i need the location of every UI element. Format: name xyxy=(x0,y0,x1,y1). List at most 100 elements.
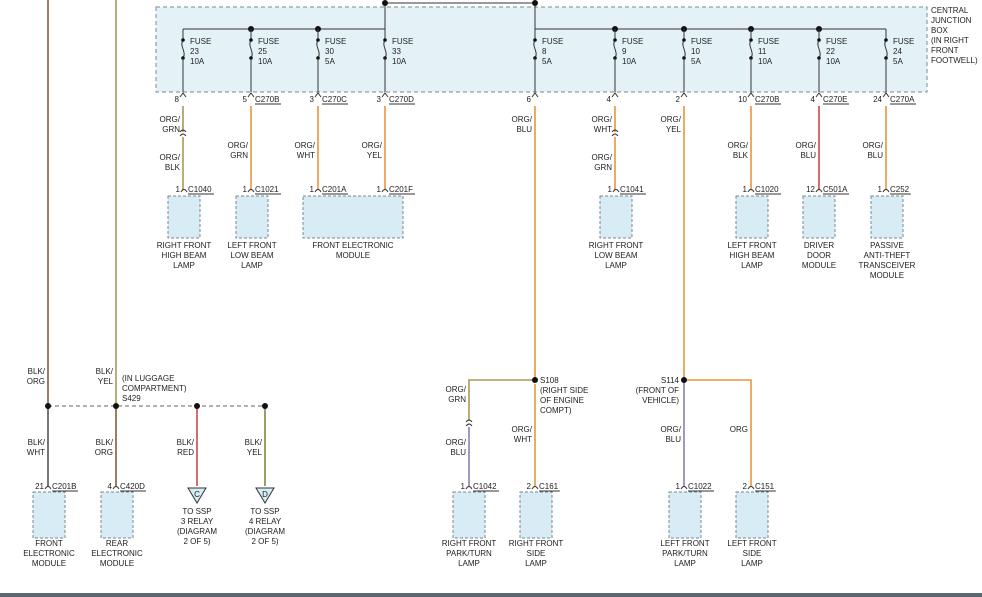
fuse-33-label-line-1: 33 xyxy=(392,47,401,56)
bottom-component-4-connector-symbol xyxy=(44,486,52,490)
fuse-30-label-line-1: 30 xyxy=(325,47,334,56)
wire-label-fuse25-line-1: GRN xyxy=(230,151,248,160)
wire-label-fuse9-top-line-1: WHT xyxy=(594,125,612,134)
fuse-24-terminal-top xyxy=(884,38,888,42)
off-page-connector-d-label-line-2: (DIAGRAM xyxy=(245,527,285,536)
top-component-1-connector-symbol xyxy=(247,189,255,193)
wires-layer xyxy=(47,0,887,486)
fuse-11-label-line-1: 11 xyxy=(758,47,767,56)
top-component-3-label-line-1: LOW BEAM xyxy=(594,251,637,260)
top-component-6-connector-symbol xyxy=(882,189,890,193)
inline-connector-fuse23 xyxy=(179,129,187,137)
fuse-9-terminal-top xyxy=(613,38,617,42)
splice-s114-label-line-2: VEHICLE) xyxy=(642,396,679,405)
cjb-pin-1-connector: C270B xyxy=(255,95,279,104)
bottom-component-5-connector-symbol xyxy=(112,486,120,490)
bottom-component-4-label-line-2: MODULE xyxy=(32,559,66,568)
junction-box-label-line-1: JUNCTION xyxy=(931,16,972,25)
bottom-component-3-pin: 2 xyxy=(743,482,748,491)
junction-box-label-line-4: FRONT xyxy=(931,46,959,55)
bottom-component-2-label-line-1: PARK/TURN xyxy=(662,549,708,558)
top-component-1-connector: C1021 xyxy=(255,185,279,194)
fuse-22-pin-caret xyxy=(815,92,823,98)
wire-label-blk-yel-top-line-0: BLK/ xyxy=(96,367,114,376)
fuse-8-label-line-1: 8 xyxy=(542,47,547,56)
fuse-24-label-line-1: 24 xyxy=(893,47,902,56)
fuse-9-label-line-1: 9 xyxy=(622,47,627,56)
top-component-5-connector: C501A xyxy=(823,185,848,194)
wire-label-fuse9-top-line-0: ORG/ xyxy=(592,115,613,124)
bottom-component-0-box xyxy=(452,491,486,539)
top-component-2-box xyxy=(302,195,404,239)
splice-s108-dot xyxy=(532,377,538,383)
wire-label-fuse30-line-0: ORG/ xyxy=(295,141,316,150)
bottom-component-5-pin: 4 xyxy=(108,482,113,491)
top-component-6-pin: 1 xyxy=(878,185,883,194)
top-component-4-label-line-1: HIGH BEAM xyxy=(730,251,775,260)
off-page-connector-d-label-line-0: TO SSP xyxy=(250,507,279,516)
splice-s429-label-line-2: S429 xyxy=(122,394,141,403)
off-page-connector-d-triangle xyxy=(255,487,275,504)
fuse-23-label-line-0: FUSE xyxy=(190,37,211,46)
bottom-component-1-box xyxy=(519,491,553,539)
top-component-5-box xyxy=(802,195,836,239)
fuse-10-label-line-2: 5A xyxy=(691,57,701,66)
fuse-11-pin-caret xyxy=(747,92,755,98)
wire-label-fuse9-bottom-line-0: ORG/ xyxy=(592,153,613,162)
top-component-5-label-line-0: DRIVER xyxy=(804,241,834,250)
top-component-5-label-line-1: DOOR xyxy=(807,251,831,260)
splice-s108-label-line-3: COMPT) xyxy=(540,406,572,415)
fuse-8-label-line-0: FUSE xyxy=(542,37,563,46)
fuse-23-label-line-2: 10A xyxy=(190,57,205,66)
wire-label-blk-red-line-1: RED xyxy=(177,448,194,457)
cjb-pin-3-pin: 3 xyxy=(377,95,382,104)
bottom-component-3-connector-symbol xyxy=(747,486,755,490)
bottom-scrollbar[interactable] xyxy=(0,593,982,597)
fuse-30-terminal-top xyxy=(316,38,320,42)
wire-s114-right xyxy=(684,379,752,486)
top-component-0-connector: C1040 xyxy=(188,185,212,194)
bottom-component-5-label-line-0: REAR xyxy=(106,539,128,548)
wire-label-fuse8-line-1: BLU xyxy=(516,125,532,134)
bottom-component-3-label-line-1: SIDE xyxy=(743,549,762,558)
splice-s429-node-1 xyxy=(45,403,51,409)
top-component-0-label-line-1: HIGH BEAM xyxy=(162,251,207,260)
fuse-23-label-line-1: 23 xyxy=(190,47,199,56)
top-component-1-label-line-1: LOW BEAM xyxy=(230,251,273,260)
off-page-connector-d-label-line-3: 2 OF 5) xyxy=(251,537,278,546)
fuse-33-terminal-top xyxy=(383,38,387,42)
off-page-connector-d-label-line-1: 4 RELAY xyxy=(249,517,282,526)
top-component-6-connector: C252 xyxy=(890,185,910,194)
top-component-6-label-line-2: TRANSCEIVER xyxy=(859,261,916,270)
wire-label-fuse24-line-1: BLU xyxy=(867,151,883,160)
wire-label-fuse8-line-0: ORG/ xyxy=(512,115,533,124)
bottom-component-4-label-line-0: FRONT xyxy=(35,539,63,548)
fuse-22-label-line-0: FUSE xyxy=(826,37,847,46)
cjb-pin-8-pin: 4 xyxy=(811,95,816,104)
fuse-8-label-line-2: 5A xyxy=(542,57,552,66)
fuse-24-pin-caret xyxy=(882,92,890,98)
inline-connector-s108-left xyxy=(465,419,473,427)
top-component-0-box xyxy=(167,195,201,239)
top-component-5-pin: 12 xyxy=(806,185,815,194)
fuse-8-terminal-top xyxy=(533,38,537,42)
fuse-24-label-line-0: FUSE xyxy=(893,37,914,46)
fuse-10-terminal-top xyxy=(682,38,686,42)
cjb-pin-2-connector: C270C xyxy=(322,95,347,104)
bottom-component-2-label-line-2: LAMP xyxy=(674,559,696,568)
bottom-component-0-pin: 1 xyxy=(461,482,466,491)
splice-s108-label-line-0: S108 xyxy=(540,376,559,385)
top-component-0-connector-symbol xyxy=(180,189,188,193)
bottom-component-2-label-line-0: LEFT FRONT xyxy=(660,539,709,548)
wire-label-s108-left-bottom-line-0: ORG/ xyxy=(446,438,467,447)
wire-label-fuse30-line-1: WHT xyxy=(297,151,315,160)
bottom-component-5-box xyxy=(100,491,134,539)
wire-label-s114-left-line-1: BLU xyxy=(665,435,681,444)
fuse-25-label-line-2: 10A xyxy=(258,57,273,66)
fuse-22-label-line-1: 22 xyxy=(826,47,835,56)
wire-label-s108-right-line-1: WHT xyxy=(514,435,532,444)
bottom-component-0-connector: C1042 xyxy=(473,482,497,491)
top-component-0-pin: 1 xyxy=(176,185,181,194)
splice-s429-node-4 xyxy=(262,403,268,409)
